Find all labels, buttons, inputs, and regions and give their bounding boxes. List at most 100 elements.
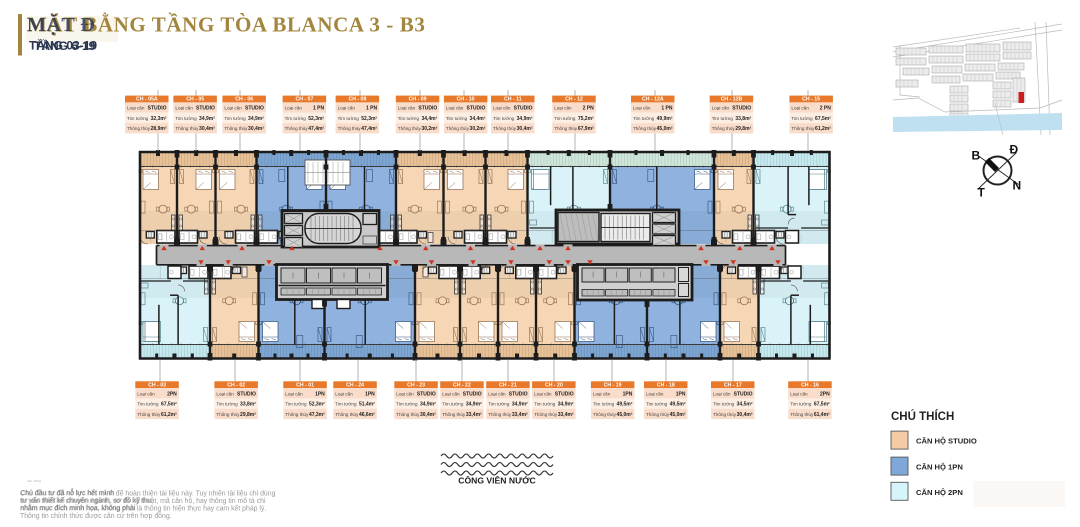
svg-text:T: T <box>978 186 986 200</box>
svg-text:STUDIO: STUDIO <box>418 106 437 112</box>
svg-text:61,2m²: 61,2m² <box>815 126 831 132</box>
svg-text:Thông thủy: Thông thủy <box>713 411 737 417</box>
svg-text:29,8m²: 29,8m² <box>735 126 751 132</box>
svg-text:1PN: 1PN <box>315 391 325 397</box>
svg-text:34,4m²: 34,4m² <box>470 116 486 122</box>
svg-text:Loại căn: Loại căn <box>488 391 506 396</box>
svg-text:2PN: 2PN <box>167 391 177 397</box>
svg-text:Tim tường: Tim tường <box>712 116 734 121</box>
svg-text:Tim tường: Tim tường <box>335 402 357 407</box>
svg-text:Thông thủy: Thông thủy <box>633 125 657 131</box>
svg-text:CH - 24: CH - 24 <box>346 382 364 388</box>
svg-text:34,5m²: 34,5m² <box>737 402 753 408</box>
svg-text:Loại căn: Loại căn <box>712 106 730 111</box>
svg-text:Tim tường: Tim tường <box>534 402 556 407</box>
svg-text:30,2m²: 30,2m² <box>470 126 486 132</box>
svg-text:Loại căn: Loại căn <box>446 106 464 111</box>
svg-text:Loại căn: Loại căn <box>396 391 414 396</box>
svg-text:STUDIO: STUDIO <box>514 106 533 112</box>
svg-text:2PN: 2PN <box>820 391 830 397</box>
svg-text:nhằm mục đích minh họa, không: nhằm mục đích minh họa, không phải <box>21 503 136 512</box>
svg-text:Thông thủy: Thông thủy <box>791 125 815 131</box>
svg-text:Tim tường: Tim tường <box>633 116 655 121</box>
svg-text:CH - 16: CH - 16 <box>801 382 819 388</box>
svg-text:30,4m²: 30,4m² <box>517 126 533 132</box>
svg-text:1 PN: 1 PN <box>313 106 325 112</box>
svg-text:2 PN: 2 PN <box>820 106 832 112</box>
svg-text:Thông thủy: Thông thủy <box>554 125 578 131</box>
svg-text:CH - 12B: CH - 12B <box>721 97 743 103</box>
svg-text:45,0m²: 45,0m² <box>617 412 633 418</box>
svg-text:61,2m²: 61,2m² <box>161 412 177 418</box>
svg-text:TẦNG 03-19: TẦNG 03-19 <box>29 38 97 53</box>
svg-text:CH - 17: CH - 17 <box>724 382 742 388</box>
svg-text:STUDIO: STUDIO <box>148 106 167 112</box>
svg-text:Loại căn: Loại căn <box>493 106 511 111</box>
svg-text:Tim tường: Tim tường <box>790 402 812 407</box>
svg-text:CĂN HỘ 1PN: CĂN HỘ 1PN <box>916 463 963 472</box>
svg-text:Thông thủy: Thông thủy <box>712 125 736 131</box>
svg-text:STUDIO: STUDIO <box>237 391 256 397</box>
svg-text:Loại căn: Loại căn <box>442 391 460 396</box>
svg-text:Loại căn: Loại căn <box>335 391 353 396</box>
svg-text:STUDIO: STUDIO <box>734 391 753 397</box>
svg-text:33,8m²: 33,8m² <box>735 116 751 122</box>
svg-text:Thông thủy: Thông thủy <box>593 411 617 417</box>
svg-text:30,4m²: 30,4m² <box>248 126 264 132</box>
svg-text:STUDIO: STUDIO <box>463 391 482 397</box>
svg-text:30,4m²: 30,4m² <box>420 412 436 418</box>
svg-text:Tim tường: Tim tường <box>285 402 307 407</box>
svg-text:Tim tường: Tim tường <box>175 116 197 121</box>
svg-text:Đ: Đ <box>1010 143 1019 157</box>
svg-text:Loại căn: Loại căn <box>224 106 242 111</box>
svg-text:34,9m²: 34,9m² <box>199 116 215 122</box>
svg-text:34,9m²: 34,9m² <box>512 402 528 408</box>
svg-text:CH - 09: CH - 09 <box>409 97 427 103</box>
svg-text:Thông thủy: Thông thủy <box>216 411 240 417</box>
svg-text:Thông thủy: Thông thủy <box>646 411 670 417</box>
svg-text:N: N <box>1013 179 1022 193</box>
svg-text:45,0m²: 45,0m² <box>670 412 686 418</box>
svg-text:B: B <box>972 149 981 163</box>
svg-text:Loại căn: Loại căn <box>285 391 303 396</box>
svg-text:Loại căn: Loại căn <box>554 106 572 111</box>
svg-text:STUDIO: STUDIO <box>467 106 486 112</box>
svg-text:CĂN HỘ 2PN: CĂN HỘ 2PN <box>916 488 963 497</box>
svg-text:33,4m²: 33,4m² <box>466 412 482 418</box>
svg-text:STUDIO: STUDIO <box>555 391 574 397</box>
svg-text:CH - 03: CH - 03 <box>148 382 166 388</box>
svg-text:Tim tường: Tim tường <box>554 116 576 121</box>
svg-text:Chủ đầu tư đã nỗ lực hết mình: Chủ đầu tư đã nỗ lực hết mình để hoàn th… <box>20 489 276 498</box>
svg-text:Tim tường: Tim tường <box>137 402 159 407</box>
svg-text:TẦNG 6-19: TẦNG 6-19 <box>34 38 96 53</box>
svg-text:CH - 08: CH - 08 <box>348 97 366 103</box>
svg-text:67,5m²: 67,5m² <box>815 116 831 122</box>
svg-text:Tim tường: Tim tường <box>442 402 464 407</box>
svg-text:49,5m²: 49,5m² <box>670 402 686 408</box>
svg-text:34,9m²: 34,9m² <box>517 116 533 122</box>
svg-text:1 PN: 1 PN <box>661 106 673 112</box>
svg-text:tư vấn thiết kế chuyên ngành,: tư vấn thiết kế chuyên ngành, sơ đồ kỹ t… <box>20 496 266 505</box>
svg-text:34,9m²: 34,9m² <box>466 402 482 408</box>
svg-text:Thông thủy: Thông thủy <box>285 125 309 131</box>
svg-text:Loại căn: Loại căn <box>175 106 193 111</box>
svg-text:Thông thủy: Thông thủy <box>224 125 248 131</box>
svg-text:CH - 01: CH - 01 <box>296 382 314 388</box>
svg-text:47,3m²: 47,3m² <box>309 412 325 418</box>
svg-text:34,4m²: 34,4m² <box>421 116 437 122</box>
svg-text:Tim tường: Tim tường <box>593 402 615 407</box>
svg-text:Loại căn: Loại căn <box>534 391 552 396</box>
svg-text:nhằm mục đích minh họa, không: nhằm mục đích minh họa, không phải là th… <box>20 504 266 513</box>
svg-text:75,2m²: 75,2m² <box>578 116 594 122</box>
svg-text:Thông thủy: Thông thủy <box>127 125 151 131</box>
svg-text:MẶT BẰNG TẦNG TÒA BLANCA 3 - B: MẶT BẰNG TẦNG TÒA BLANCA 3 - B3 <box>27 13 425 37</box>
svg-text:30,4m²: 30,4m² <box>737 412 753 418</box>
svg-text:2 PN: 2 PN <box>583 106 595 112</box>
svg-text:Thông thủy: Thông thủy <box>442 411 466 417</box>
svg-text:CH - 06: CH - 06 <box>235 97 253 103</box>
svg-text:Thông thủy: Thông thủy <box>396 411 420 417</box>
svg-text:34,9m²: 34,9m² <box>420 402 436 408</box>
svg-text:67,5m²: 67,5m² <box>161 402 177 408</box>
svg-text:30,4m²: 30,4m² <box>199 126 215 132</box>
svg-text:Loại căn: Loại căn <box>646 391 664 396</box>
